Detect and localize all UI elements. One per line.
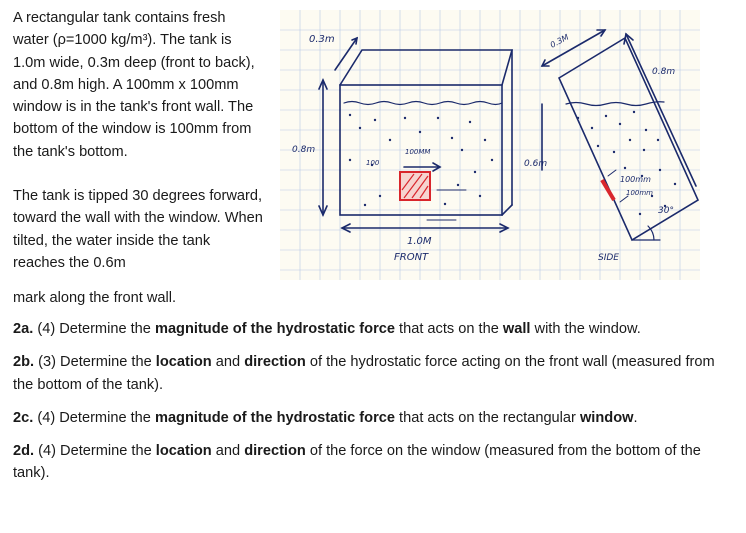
window-hatching [401, 173, 429, 199]
side-window [600, 178, 616, 202]
question-2c: 2c. (4) Determine the magnitude of the h… [13, 409, 638, 426]
depth-dimension [334, 37, 358, 71]
question-2a: 2a. (4) Determine the magnitude of the h… [13, 321, 641, 337]
angle-arc [647, 225, 655, 241]
front-view [318, 36, 514, 233]
tank-front-face [339, 84, 503, 216]
front-height-label: 0.8m [292, 145, 315, 155]
side-water-label: 0.6m [524, 159, 547, 169]
question-list: 2a. (4) Determine the magnitude of the h… [13, 318, 738, 496]
side-angle-label: 30° [658, 206, 674, 216]
problem-paragraph-1: A rectangular tank contains fresh water … [13, 10, 255, 160]
problem-paragraph-2: The tank is tipped 30 degrees forward, t… [13, 188, 263, 271]
window-width-label: 100MM [405, 148, 430, 156]
tilted-water-surface [565, 101, 665, 107]
problem-continuation: mark along the front wall. [13, 287, 738, 309]
side-top-dimension [541, 29, 606, 67]
tank-sketch: 0.3m 0.8m 100MM 100 1.0M FRONT 0.3M 0.8m… [280, 10, 700, 280]
question-2b: 2b. (3) Determine the location and direc… [13, 354, 715, 393]
window-height-label: 100 [366, 159, 380, 167]
tank-top-face [339, 49, 514, 86]
problem-statement: A rectangular tank contains fresh water … [13, 7, 263, 274]
water-surface [343, 100, 503, 106]
front-water-dots [348, 113, 494, 207]
front-caption: FRONT [394, 252, 429, 263]
question-2d: 2d. (4) Determine the location and direc… [13, 443, 701, 482]
side-height-dimension [625, 33, 697, 187]
problem-paragraph-2-end: mark along the front wall. [13, 290, 177, 306]
side-height-label: 0.8m [652, 67, 675, 77]
side-window-label-1: 100mm [620, 175, 651, 184]
side-caption: SIDE [598, 253, 619, 263]
side-water-dots [576, 110, 677, 216]
side-window-label-2: 100mm [626, 189, 653, 197]
front-width-label: 1.0M [407, 236, 432, 247]
front-depth-label: 0.3m [309, 34, 335, 45]
